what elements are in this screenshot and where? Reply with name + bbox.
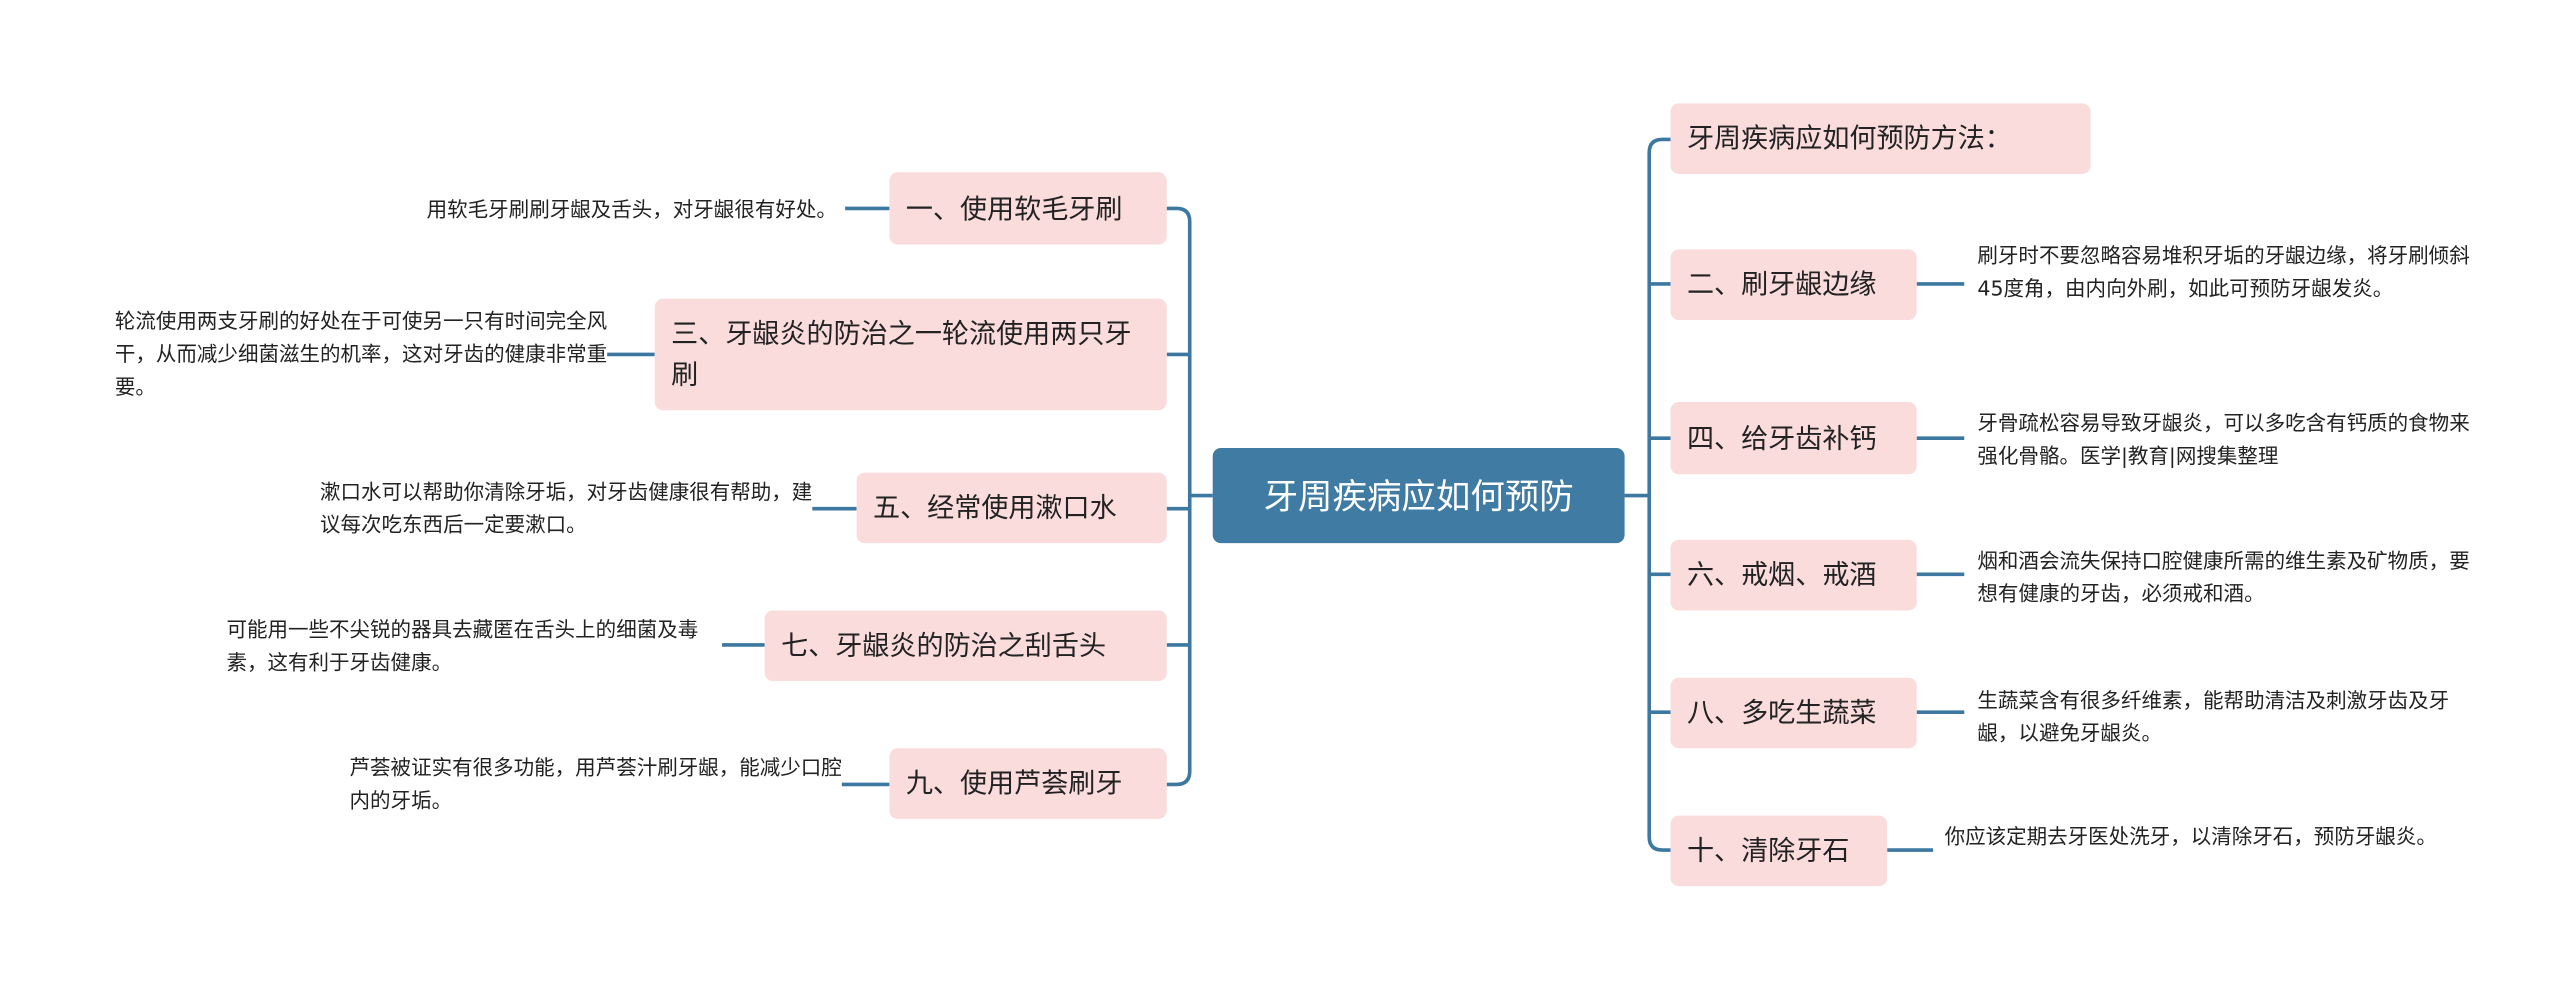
branch-desc: 你应该定期去牙医处洗牙，以清除牙石，预防牙龈炎。 xyxy=(1944,823,2437,849)
branch-desc: 烟和酒会流失保持口腔健康所需的维生素及矿物质，要想有健康的牙齿，必须戒和酒。 xyxy=(1977,548,2470,606)
branch-node-raw-vegetables[interactable]: 八、多吃生蔬菜 xyxy=(1670,677,1917,749)
branch-node-remove-tartar[interactable]: 十、清除牙石 xyxy=(1670,815,1888,887)
branch-node-quit-smoking-drinking[interactable]: 六、戒烟、戒酒 xyxy=(1670,539,1917,611)
branch-node-methods-heading[interactable]: 牙周疾病应如何预防方法： xyxy=(1670,103,2091,174)
branch-node-tongue-scraping[interactable]: 七、牙龈炎的防治之刮舌头 xyxy=(764,610,1167,682)
branch-desc: 牙骨疏松容易导致牙龈炎，可以多吃含有钙质的食物来强化骨骼。医学|教育|网搜集整理 xyxy=(1977,410,2470,468)
branch-node-aloe-brushing[interactable]: 九、使用芦荟刷牙 xyxy=(889,748,1167,819)
branch-node-soft-toothbrush[interactable]: 一、使用软毛牙刷 xyxy=(889,172,1167,245)
branch-desc: 用软毛牙刷刷牙龈及舌头，对牙龈很有好处。 xyxy=(426,196,837,222)
central-topic[interactable]: 牙周疾病应如何预防 xyxy=(1212,447,1625,544)
branch-desc: 芦荟被证实有很多功能，用芦荟汁刷牙龈，能减少口腔内的牙垢。 xyxy=(349,754,842,813)
branch-node-gum-margin[interactable]: 二、刷牙龈边缘 xyxy=(1670,249,1917,320)
branch-desc: 可能用一些不尖锐的器具去藏匿在舌头上的细菌及毒素，这有利于牙齿健康。 xyxy=(226,617,699,675)
branch-desc: 漱口水可以帮助你清除牙垢，对牙齿健康很有帮助，建议每次吃东西后一定要漱口。 xyxy=(319,479,813,537)
branch-node-two-toothbrushes[interactable]: 三、牙龈炎的防治之一轮流使用两只牙刷 xyxy=(654,298,1167,411)
branch-desc: 生蔬菜含有很多纤维素，能帮助清洁及刺激牙齿及牙龈，以避免牙龈炎。 xyxy=(1977,687,2450,746)
branch-desc: 刷牙时不要忽略容易堆积牙垢的牙龈边缘，将牙刷倾斜45度角，由内向外刷，如此可预防… xyxy=(1977,242,2470,301)
branch-desc: 轮流使用两支牙刷的好处在于可使另一只有时间完全风干，从而减少细菌滋生的机率，这对… xyxy=(114,308,608,399)
branch-node-calcium[interactable]: 四、给牙齿补钙 xyxy=(1670,402,1917,475)
branch-node-mouthwash[interactable]: 五、经常使用漱口水 xyxy=(856,472,1167,544)
